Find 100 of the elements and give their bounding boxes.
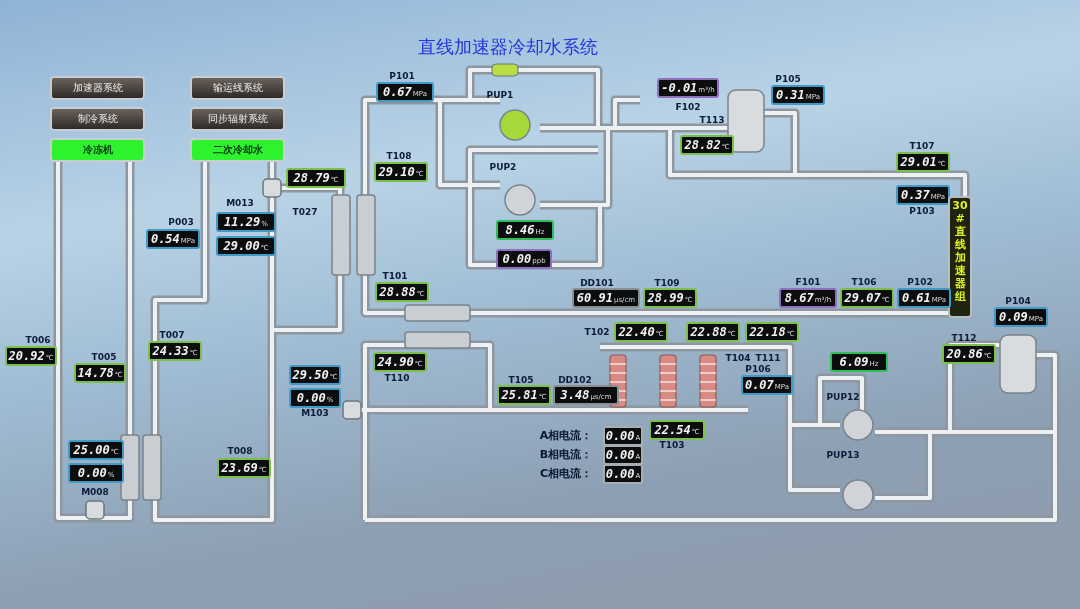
tag-label: T007 <box>159 330 185 340</box>
tag-label: DD101 <box>580 278 614 288</box>
readout-value: 25.81 <box>501 387 538 403</box>
readout-value: 0.37 <box>900 187 930 203</box>
readout-display <box>289 365 341 385</box>
readout-display <box>216 212 276 232</box>
readout-display <box>603 464 643 484</box>
tag-label: F102 <box>675 102 701 112</box>
readout-display <box>830 352 888 372</box>
readout-value: 25.00 <box>73 442 110 458</box>
tag-label: T102 <box>584 327 610 337</box>
readout-display <box>603 426 643 446</box>
readout-value: 0.09 <box>998 309 1028 325</box>
readout-display <box>779 288 837 308</box>
tag-label: T027 <box>292 207 318 217</box>
tag-label: M103 <box>301 408 329 418</box>
readout-display <box>771 85 825 105</box>
readout-display <box>216 236 276 256</box>
title: 直线加速器冷却水系统 <box>418 36 598 58</box>
readout-value: 11.29 <box>224 214 261 230</box>
readout-display <box>745 322 799 342</box>
readout-value: 0.67 <box>382 84 412 100</box>
readout-display <box>376 82 434 102</box>
readout-value: 0.00 <box>605 466 635 482</box>
tag-label: M013 <box>226 198 254 208</box>
readout-value: 0.00 <box>502 251 532 267</box>
readout-value: 0.61 <box>901 290 931 306</box>
readout-display <box>74 363 126 383</box>
field-label: A相电流： <box>539 431 593 441</box>
tag-label: P104 <box>1005 296 1031 306</box>
tag-label: T111 <box>755 353 781 363</box>
readout-display <box>374 162 428 182</box>
pump-label: PUP13 <box>826 450 860 460</box>
readout-display <box>497 385 551 405</box>
tag-label: T109 <box>654 278 680 288</box>
readout-value: 29.00 <box>223 238 260 254</box>
tag-label: P106 <box>745 364 771 374</box>
readout-value: 0.54 <box>150 231 180 247</box>
tag-label: T112 <box>951 333 977 343</box>
system-button: 同步辐射系统 <box>190 107 285 131</box>
readout-value: 24.33 <box>152 343 189 359</box>
tag-label: P105 <box>775 74 801 84</box>
readout-display <box>994 307 1048 327</box>
readout-value: 23.69 <box>221 460 258 476</box>
readout-value: 20.92 <box>8 348 45 364</box>
readout-display <box>289 388 341 408</box>
readout-value: 29.10 <box>378 164 415 180</box>
readout-display <box>942 344 996 364</box>
readout-value: 0.00 <box>296 390 326 406</box>
readout-value: 28.88 <box>379 284 416 300</box>
readout-display <box>741 375 793 395</box>
readout-value: 28.99 <box>647 290 684 306</box>
readout-display <box>896 152 950 172</box>
readout-display <box>572 288 640 308</box>
tag-label: F101 <box>795 277 821 287</box>
readout-value: 0.31 <box>775 87 805 103</box>
tag-label: T110 <box>384 373 410 383</box>
readout-value: 0.00 <box>605 428 635 444</box>
readout-display <box>614 322 668 342</box>
readout-value: 22.40 <box>618 324 655 340</box>
readout-display <box>5 346 57 366</box>
tag-label: T107 <box>909 141 935 151</box>
readout-value: 29.01 <box>900 154 937 170</box>
tag-label: T106 <box>851 277 877 287</box>
tag-label: M008 <box>81 487 109 497</box>
readout-display <box>217 458 271 478</box>
field-label: B相电流： <box>539 450 593 460</box>
tag-label: T101 <box>382 271 408 281</box>
tag-label: P102 <box>907 277 933 287</box>
readout-display <box>680 135 734 155</box>
readout-value: -0.01 <box>661 80 698 96</box>
readout-display <box>68 440 124 460</box>
readout-value: 0.00 <box>605 447 635 463</box>
readout-display <box>373 352 427 372</box>
tag-label: T108 <box>386 151 412 161</box>
readout-value: 8.67 <box>784 290 814 306</box>
readout-value: 29.07 <box>844 290 881 306</box>
readout-display <box>603 445 643 465</box>
readout-display <box>657 78 719 98</box>
readout-value: 28.79 <box>293 170 330 186</box>
readout-value: 29.50 <box>292 367 329 383</box>
tag-label: T103 <box>659 440 685 450</box>
pump-label: PUP12 <box>826 392 860 402</box>
tag-label: P103 <box>909 206 935 216</box>
system-button: 冷冻机 <box>50 138 145 162</box>
readout-display <box>897 288 951 308</box>
system-button: 二次冷却水 <box>190 138 285 162</box>
readout-value: 14.78 <box>77 365 114 381</box>
readout-display <box>496 249 552 269</box>
readout-display <box>496 220 554 240</box>
readout-display <box>896 185 950 205</box>
readout-display <box>649 420 705 440</box>
tag-label: T005 <box>91 352 117 362</box>
tag-label: P101 <box>389 71 415 81</box>
readout-value: 3.48 <box>560 387 590 403</box>
readout-display <box>686 322 740 342</box>
readout-value: 22.88 <box>690 324 727 340</box>
tag-label: T104 <box>725 353 751 363</box>
system-button: 加速器系统 <box>50 76 145 100</box>
readout-value: 28.82 <box>684 137 721 153</box>
